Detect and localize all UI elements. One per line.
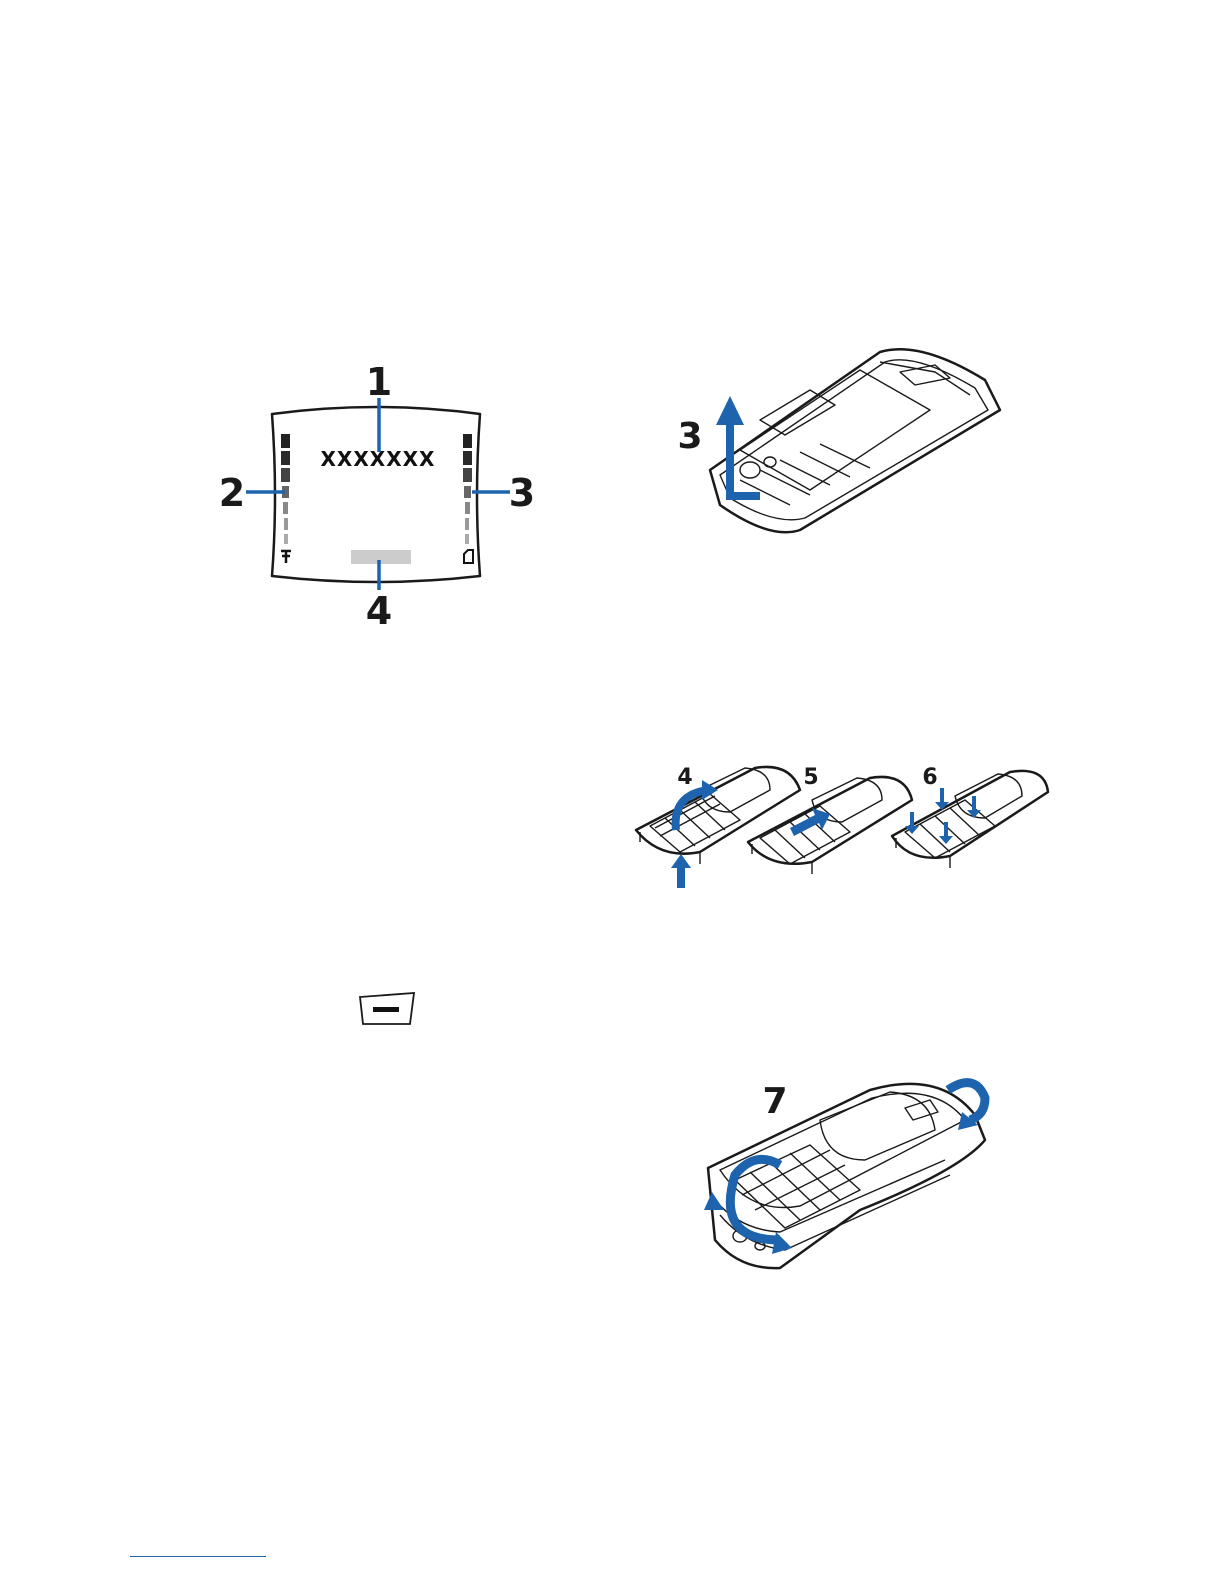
footer-rule [130,1556,266,1557]
battery-icon [464,550,473,563]
lift-arrow-icon [716,396,760,500]
push-arrow-icon [671,854,691,888]
signal-strength-bar [281,434,291,563]
step4-label: 4 [677,765,692,790]
step6-label: 6 [922,765,937,790]
antenna-icon [281,551,291,563]
callout-1: 1 [366,360,392,404]
step5-illustration: 5 [748,765,912,874]
callout-2: 2 [219,471,245,515]
softkey-area [351,550,411,564]
callout-3: 3 [509,471,535,515]
step6-illustration: 6 [892,765,1048,868]
callout-4: 4 [366,589,392,633]
battery-level-bar [463,434,473,563]
press-arrows-icon [905,788,981,844]
step3-illustration: 3 [677,349,1000,532]
step7-illustration: 7 [704,1081,985,1268]
display-diagram: XXXXXXX 1 2 3 4 [219,360,535,633]
step3-label: 3 [677,416,702,457]
step7-label: 7 [762,1081,787,1122]
step5-label: 5 [803,765,818,790]
selection-key-icon [360,993,414,1024]
